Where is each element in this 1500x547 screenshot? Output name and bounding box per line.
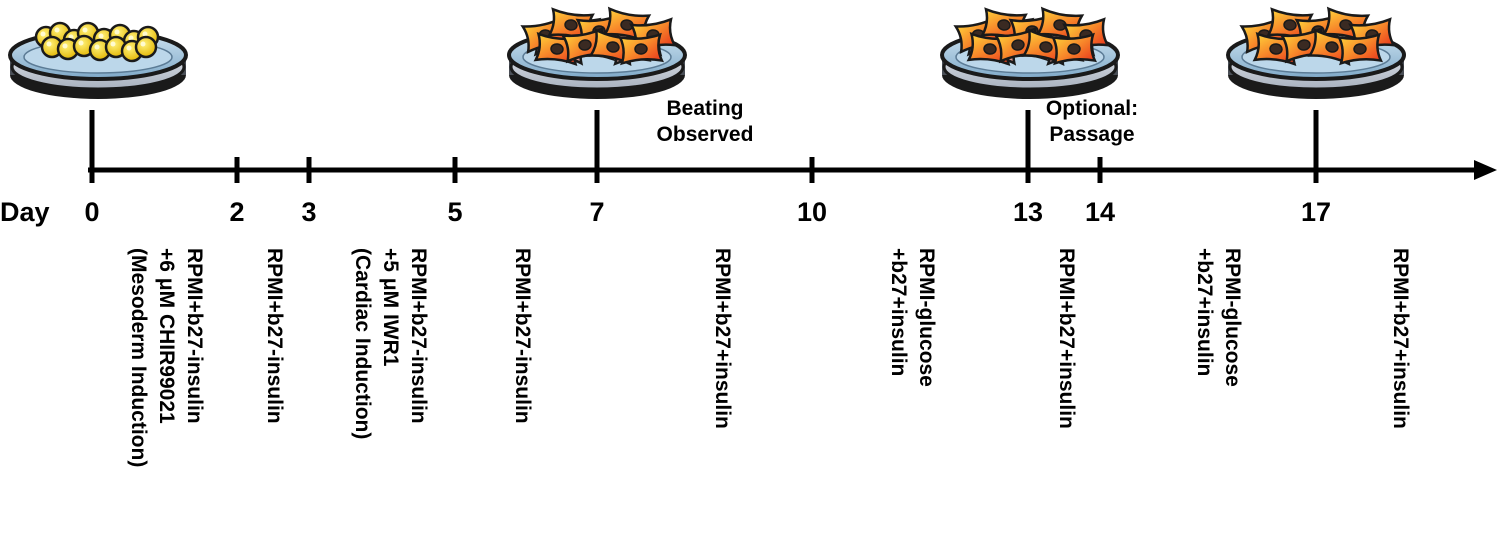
media-condition-line: +b27+insulin (887, 248, 910, 377)
media-condition-1: RPMI+b27-insulin (260, 248, 288, 424)
event-label-line: Beating (666, 97, 744, 120)
day-label-10: 10 (796, 197, 828, 227)
petri-dish-2 (940, 6, 1120, 99)
media-condition-0: RPMI+b27-insulin+6 μM CHIR99021(Mesoderm… (124, 248, 208, 467)
media-condition-4: RPMI+b27+insulin (708, 248, 736, 429)
petri-dish-1 (507, 6, 687, 99)
petri-dish-3 (1226, 6, 1406, 99)
event-label-line: Observed (656, 123, 754, 146)
media-condition-6: RPMI+b27+insulin (1052, 248, 1080, 429)
media-condition-line: RPMI+b27+insulin (711, 248, 734, 429)
cardiomyocyte (1336, 32, 1384, 66)
media-condition-5: RPMI-glucose+b27+insulin (884, 248, 940, 387)
day-label-13: 13 (1012, 197, 1044, 227)
media-condition-line: +b27+insulin (1193, 248, 1216, 377)
media-condition-line: RPMI+b27-insulin (263, 248, 286, 424)
media-condition-line: RPMI+b27-insulin (183, 248, 206, 424)
cardiomyocyte (617, 32, 665, 66)
stem-cell (134, 35, 158, 59)
day-label-5: 5 (447, 197, 463, 227)
day-axis-label: Day (0, 197, 50, 227)
media-condition-2: RPMI+b27-insulin+5 μM IWR1(Cardiac Induc… (348, 248, 432, 439)
event-label-line: Optional: (1045, 97, 1139, 120)
petri-dish-0 (8, 21, 188, 99)
cardiomyocyte (1050, 32, 1098, 66)
day-label-3: 3 (301, 197, 317, 227)
media-condition-line: RPMI+b27-insulin (511, 248, 534, 424)
event-label-1: Optional: Passage (1046, 96, 1138, 148)
media-condition-line: RPMI+b27+insulin (1389, 248, 1412, 429)
event-label-line: Passage (1049, 123, 1135, 146)
day-label-17: 17 (1300, 197, 1332, 227)
media-condition-line: (Cardiac Induction) (351, 248, 374, 440)
media-condition-line: (Mesoderm Induction) (127, 248, 150, 468)
media-condition-7: RPMI-glucose+b27+insulin (1190, 248, 1246, 387)
day-label-7: 7 (589, 197, 605, 227)
media-condition-line: +6 μM CHIR99021 (155, 248, 178, 424)
day-label-2: 2 (229, 197, 245, 227)
media-condition-8: RPMI+b27+insulin (1386, 248, 1414, 429)
media-condition-line: RPMI-glucose (1221, 248, 1244, 387)
media-condition-line: RPMI-glucose (915, 248, 938, 387)
media-condition-3: RPMI+b27-insulin (508, 248, 536, 424)
timeline-arrowhead (1474, 160, 1497, 180)
day-label-14: 14 (1084, 197, 1116, 227)
day-label-0: 0 (84, 197, 100, 227)
media-condition-line: RPMI+b27+insulin (1055, 248, 1078, 429)
media-condition-line: RPMI+b27-insulin (407, 248, 430, 424)
media-condition-line: +5 μM IWR1 (379, 248, 402, 367)
